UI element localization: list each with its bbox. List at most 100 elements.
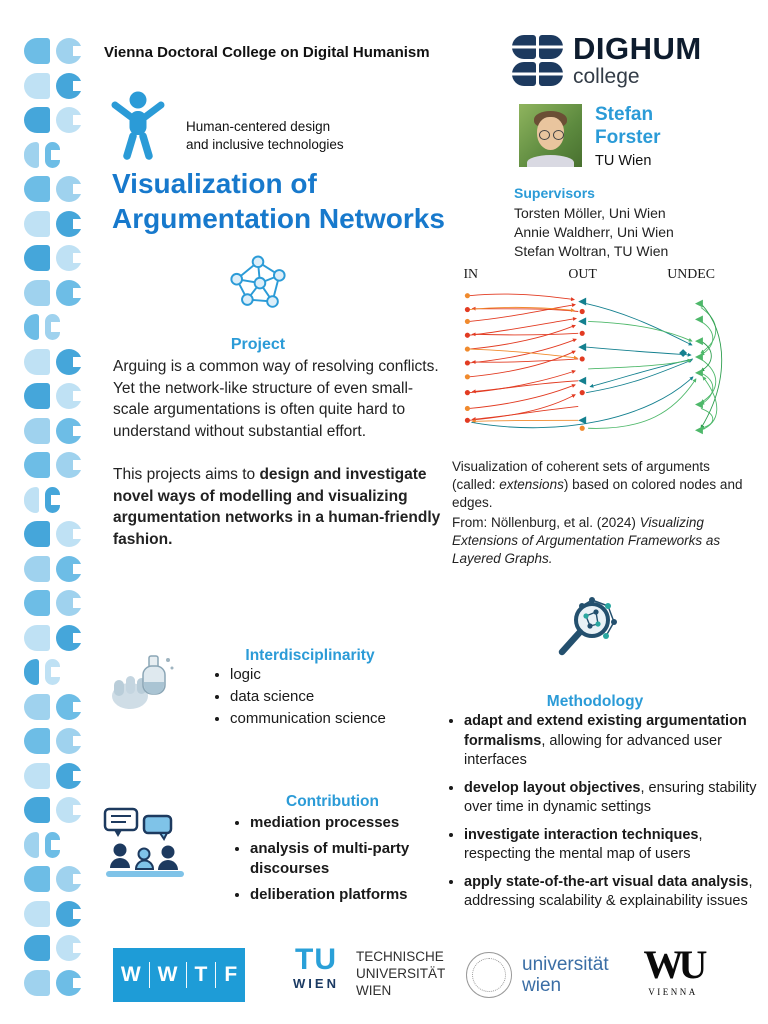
- deco-row: [24, 762, 96, 789]
- supervisors-heading: Supervisors: [514, 185, 595, 201]
- tu-mark-sub: WIEN: [293, 976, 339, 991]
- human-figure-icon: [111, 91, 165, 160]
- deco-shape: [56, 797, 83, 823]
- item-bold: adapt and extend existing argumentation …: [464, 713, 747, 749]
- deco-shape: [24, 555, 50, 582]
- wwtf-letter: W: [113, 962, 150, 988]
- green-edges: [588, 307, 718, 431]
- figure-caption: Visualization of coherent sets of argume…: [452, 458, 750, 512]
- list-item: adapt and extend existing argumentation …: [464, 712, 768, 771]
- deco-row: [24, 72, 96, 99]
- column-label-in: IN: [463, 266, 478, 281]
- deco-row: [24, 176, 96, 202]
- dark-green-edges: [700, 303, 723, 429]
- deco-shape: [24, 107, 50, 133]
- deco-shape: [24, 38, 50, 64]
- deco-shape: [24, 348, 50, 375]
- red-edges: [469, 293, 579, 422]
- methodology-list: adapt and extend existing argumentation …: [442, 712, 768, 920]
- deco-shape: [24, 279, 50, 306]
- network-graph-icon: [230, 255, 286, 308]
- dighum-glyph: [512, 62, 536, 86]
- college-name: Vienna Doctoral College on Digital Human…: [104, 44, 430, 61]
- deco-row: [24, 693, 96, 720]
- caption-part2: ) based on colored nodes and edges.: [452, 477, 743, 510]
- list-item: apply state-of-the-art visual data analy…: [464, 873, 768, 912]
- network-magnifier-icon: [558, 597, 617, 656]
- deco-shape: [24, 797, 50, 823]
- wwtf-letter: W: [150, 962, 187, 988]
- deco-shape: [24, 831, 39, 858]
- deco-shape: [56, 38, 83, 64]
- supervisor-name: Stefan Woltran, TU Wien: [514, 243, 669, 259]
- contribution-heading: Contribution: [286, 793, 379, 810]
- deco-shape: [56, 693, 83, 720]
- theme-description: Human-centered design and inclusive tech…: [186, 118, 344, 154]
- supervisor-name: Torsten Möller, Uni Wien: [514, 205, 666, 221]
- deco-shape: [24, 762, 50, 789]
- item-rest: , addressing scalability & explainabilit…: [464, 873, 753, 910]
- deco-row: [24, 417, 96, 444]
- deco-row: [24, 279, 96, 306]
- orange-edges: [469, 306, 579, 424]
- deco-shape: [56, 452, 83, 478]
- deco-row: [24, 383, 96, 409]
- deco-shape: [45, 831, 61, 858]
- in-nodes: [464, 293, 470, 423]
- deco-row: [24, 521, 96, 547]
- theme-line1: Human-centered design: [186, 119, 331, 134]
- decorative-pattern: [24, 38, 96, 1008]
- deco-row: [24, 969, 96, 996]
- deco-row: [24, 348, 96, 375]
- deco-shape: [24, 728, 50, 754]
- item-bold: investigate interaction techniques: [464, 826, 699, 843]
- deco-shape: [24, 452, 50, 478]
- list-item: mediation processes: [250, 813, 465, 833]
- list-item: logic: [230, 666, 386, 683]
- caption-part1: Visualization of coherent sets of argume…: [452, 459, 710, 492]
- caption-italic: extensions: [499, 477, 564, 492]
- item-rest: , allowing for advanced user interfaces: [464, 732, 722, 769]
- deco-row: [24, 797, 96, 823]
- tu-wien-name: TECHNISCHE UNIVERSITÄT WIEN: [356, 948, 445, 999]
- flask-hand-icon: [112, 655, 174, 709]
- dighum-glyph: [539, 62, 563, 86]
- deco-row: [24, 210, 96, 237]
- deco-shape: [24, 245, 50, 271]
- wwtf-letter: T: [187, 962, 217, 988]
- deco-shape: [24, 935, 50, 961]
- researcher-photo: [519, 104, 582, 167]
- interdisciplinarity-heading: Interdisciplinarity: [245, 647, 375, 664]
- uni-wien-name: universität wien: [522, 954, 609, 996]
- deco-row: [24, 141, 96, 168]
- paragraph2-bold: design and investigate novel ways of mod…: [113, 466, 441, 548]
- title-line1: Visualization of: [112, 168, 317, 199]
- tu-mark: TU: [295, 943, 337, 976]
- deco-shape: [56, 72, 83, 99]
- dighum-logo-mark: [512, 33, 563, 86]
- wu-sub: VIENNA: [648, 987, 698, 997]
- deco-shape: [24, 141, 39, 168]
- list-item: data science: [230, 688, 386, 705]
- tu-name-line: WIEN: [356, 983, 392, 998]
- deco-shape: [56, 935, 83, 961]
- deco-row: [24, 831, 96, 858]
- project-heading: Project: [230, 336, 286, 353]
- dighum-logo: DIGHUM college: [512, 33, 702, 89]
- uni-wien-logo: universität wien: [466, 952, 609, 998]
- discussion-icon: [103, 807, 184, 877]
- deco-shape: [24, 383, 50, 409]
- deco-shape: [56, 590, 83, 616]
- figure-source: From: Nöllenburg, et al. (2024) Visualiz…: [452, 514, 750, 568]
- deco-shape: [45, 659, 61, 685]
- column-label-out: OUT: [568, 266, 597, 281]
- project-paragraph-2: This projects aims to design and investi…: [113, 464, 449, 550]
- deco-row: [24, 245, 96, 271]
- deco-shape: [56, 348, 83, 375]
- undec-nodes: [679, 299, 703, 435]
- item-bold: develop layout objectives: [464, 779, 641, 796]
- supervisors-block: Supervisors Torsten Möller, Uni Wien Ann…: [514, 185, 674, 261]
- deco-shape: [56, 417, 83, 444]
- deco-shape: [24, 176, 50, 202]
